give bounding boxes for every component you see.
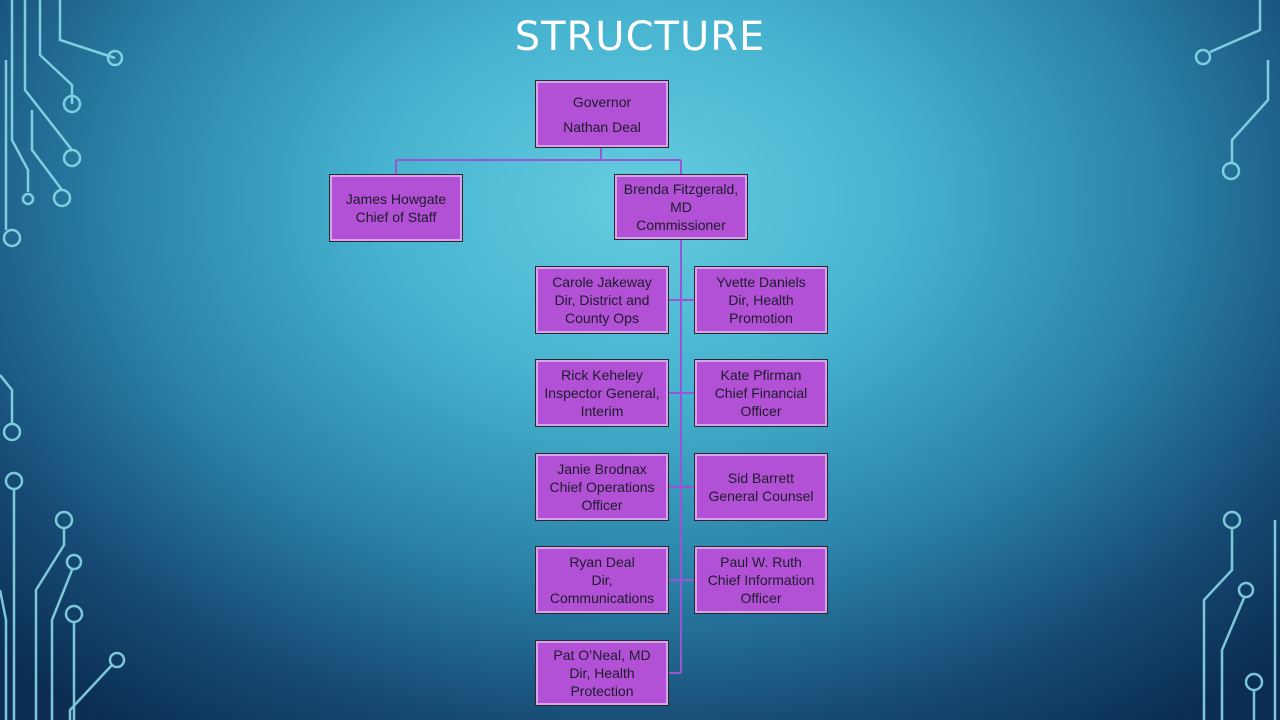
org-node-report-5: Janie Brodnax Chief Operations Officer (535, 453, 669, 521)
org-node-report-8: Paul W. Ruth Chief Information Officer (694, 546, 828, 614)
node-name: Governor (572, 93, 632, 110)
org-node-report-2: Yvette Daniels Dir, Health Promotion (694, 266, 828, 334)
node-title: Chief Information Officer (707, 572, 815, 606)
node-name: Yvette Daniels (716, 274, 806, 290)
node-name: Ryan Deal (569, 554, 635, 570)
org-node-report-3: Rick Keheley Inspector General, Interim (535, 359, 669, 427)
node-title: Nathan Deal (563, 118, 641, 135)
node-name: Paul W. Ruth (720, 554, 802, 570)
node-title: Dir, Health Protection (569, 665, 635, 699)
org-node-report-1: Carole Jakeway Dir, District and County … (535, 266, 669, 334)
node-name: Sid Barrett (727, 470, 795, 486)
node-title: Dir, Health Promotion (728, 292, 794, 326)
node-name: Carole Jakeway (552, 274, 652, 290)
node-name: Brenda Fitzgerald, MD (623, 181, 739, 215)
org-node-commissioner: Brenda Fitzgerald, MD Commissioner (614, 174, 748, 240)
node-title: Chief of Staff (355, 209, 437, 225)
slide-title: STRUCTURE (514, 14, 766, 60)
node-title: Dir, Communications (549, 572, 655, 606)
node-title: Inspector General, Interim (544, 385, 660, 419)
org-node-report-4: Kate Pfirman Chief Financial Officer (694, 359, 828, 427)
node-name: Pat O’Neal, MD (553, 647, 651, 663)
node-name: Rick Keheley (561, 367, 643, 383)
node-title: Dir, District and County Ops (554, 292, 650, 326)
node-title: General Counsel (708, 488, 814, 504)
node-name: Kate Pfirman (720, 367, 802, 383)
org-node-governor: Governor Nathan Deal (535, 80, 669, 148)
node-title: Chief Financial Officer (714, 385, 808, 419)
org-node-report-6: Sid Barrett General Counsel (694, 453, 828, 521)
org-node-report-7: Ryan Deal Dir, Communications (535, 546, 669, 614)
node-title: Chief Operations Officer (549, 479, 655, 513)
org-node-report-9: Pat O’Neal, MD Dir, Health Protection (535, 640, 669, 706)
node-title: Commissioner (636, 217, 726, 233)
org-node-chief-of-staff: James Howgate Chief of Staff (329, 174, 463, 242)
node-name: James Howgate (345, 191, 447, 207)
node-name: Janie Brodnax (557, 461, 647, 477)
